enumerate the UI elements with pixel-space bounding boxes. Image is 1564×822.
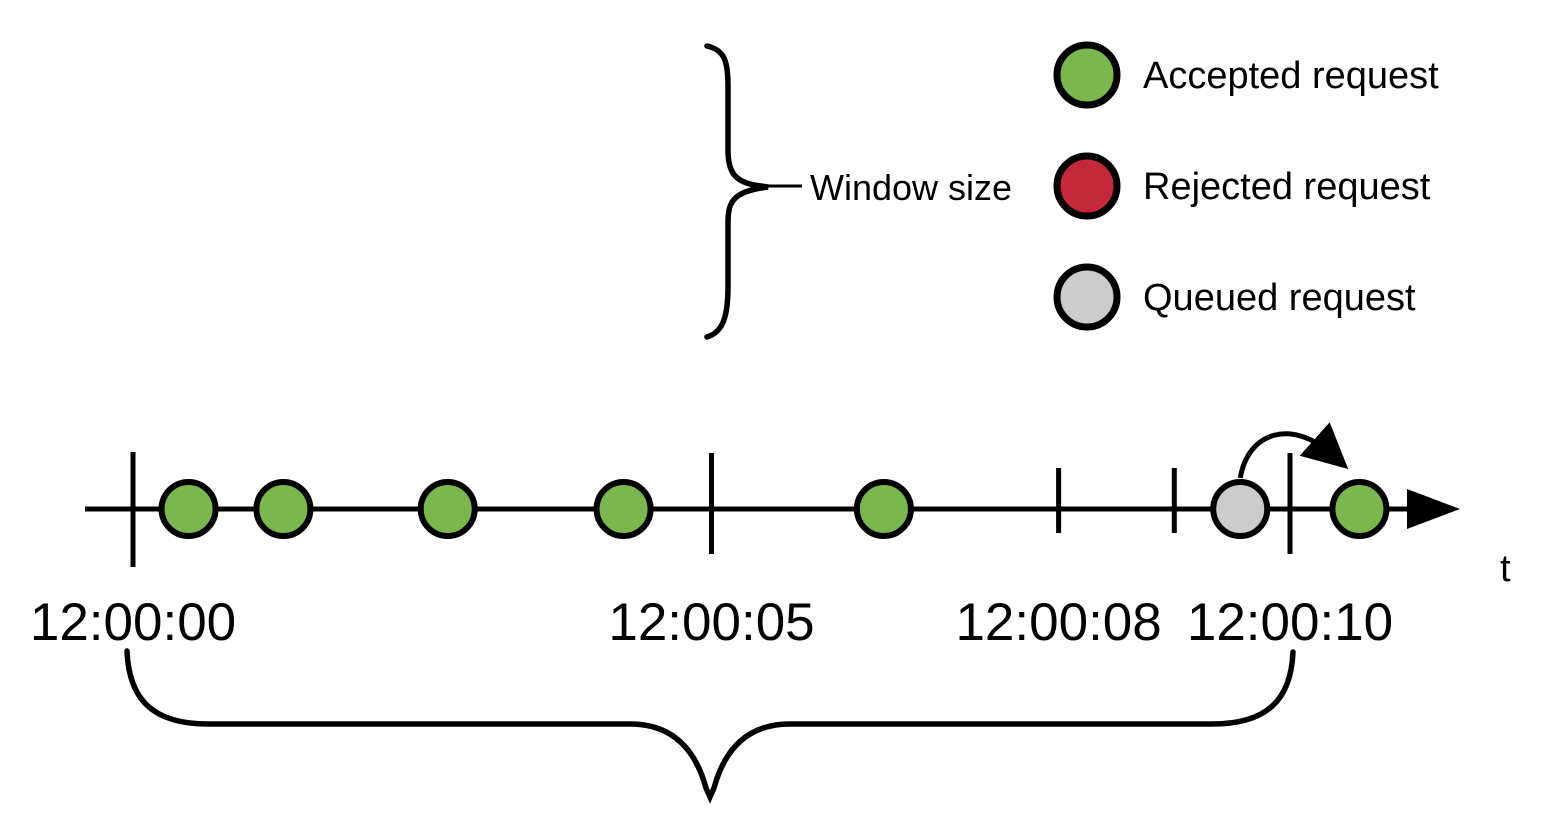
request-circle-accepted bbox=[593, 479, 654, 539]
request-circle-accepted bbox=[158, 479, 219, 539]
queued-request-promotion-arrow bbox=[1237, 422, 1349, 479]
tick-label: 12:00:08 bbox=[955, 593, 1161, 652]
tick-label: 12:00:00 bbox=[30, 593, 236, 652]
legend-label-accepted: Accepted request bbox=[1143, 55, 1439, 97]
window-span-brace bbox=[124, 648, 1296, 804]
request-circle-queued bbox=[1210, 479, 1271, 539]
tick-label: 12:00:10 bbox=[1187, 593, 1393, 652]
request-circle-accepted bbox=[417, 479, 478, 539]
legend-label-queued: Queued request bbox=[1143, 277, 1416, 319]
legend-marker-accepted bbox=[1053, 41, 1121, 109]
window-size-label: Window size bbox=[810, 167, 1012, 208]
time-axis-label: t bbox=[1500, 548, 1511, 590]
window-size-brace bbox=[704, 43, 769, 340]
legend-marker-queued bbox=[1053, 263, 1121, 331]
legend-marker-rejected bbox=[1053, 152, 1121, 220]
request-circle-accepted bbox=[253, 479, 314, 539]
request-circle-accepted bbox=[853, 479, 914, 539]
time-axis-arrowhead-icon bbox=[1407, 489, 1460, 529]
timeline-tick-labels: 12:00:00 12:00:05 12:00:08 12:00:10 bbox=[30, 593, 1393, 652]
tick-label: 12:00:05 bbox=[608, 593, 814, 652]
timeline-ticks bbox=[130, 452, 1293, 567]
request-circle-accepted bbox=[1329, 479, 1390, 539]
legend-label-rejected: Rejected request bbox=[1143, 166, 1431, 208]
request-markers bbox=[158, 479, 1390, 539]
